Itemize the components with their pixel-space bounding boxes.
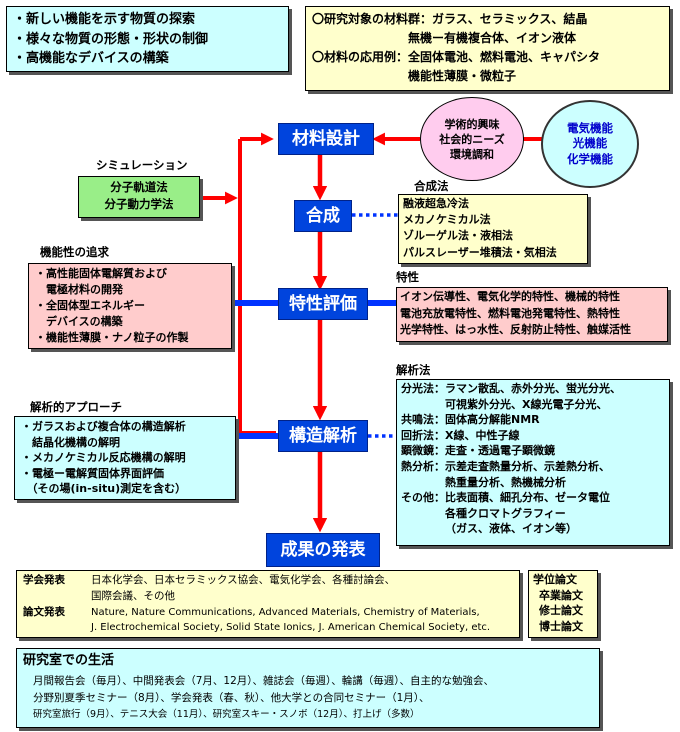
theses-box: 学位論文 卒業論文 修士論文 博士論文 <box>528 570 598 638</box>
function-1: 電気機能 <box>567 120 613 135</box>
analysis-row-spectroscopy: 分光法：ラマン散乱、赤外分光、蛍光分光、 可視紫外分光、X線光電子分光、 <box>401 381 665 412</box>
analysis-value: X線、中性子線 <box>445 428 520 442</box>
presentations-box: 学会発表 日本化学会、日本セラミックス協会、電気化学会、各種討論会、 国際会議、… <box>16 570 520 638</box>
paper-line-1: Nature, Nature Communications, Advanced … <box>91 606 480 618</box>
analysis-value: 固体高分解能NMR <box>445 413 540 427</box>
stage-material-design[interactable]: 材料設計 <box>278 123 374 155</box>
properties-line-3: 光学特性、はっ水性、反射防止特性、触媒活性 <box>400 323 631 336</box>
goals-box: ・新しい機能を示す物質の探索 ・様々な物質の形態・形状の制御 ・高機能なデバイス… <box>6 6 289 72</box>
synthesis-method-1: 融液超急冷法 <box>403 197 469 210</box>
analysis-value: 走査・透過電子顕微鏡 <box>445 444 555 458</box>
analysis-value: ラマン散乱、赤外分光、蛍光分光、 <box>445 382 621 395</box>
materials-line-4: 機能性薄膜・微粒子 <box>312 69 517 83</box>
materials-line-2: 無機ー有機複合体、イオン液体 <box>312 31 577 45</box>
simulation-title: シミュレーション <box>96 158 188 172</box>
analysis-value: 熱重量分析、熱機械分析 <box>445 475 566 489</box>
approach-item-4: ・電極ー電解質固体界面評価 <box>21 466 164 480</box>
approach-item-3: ・メカノケミカル反応機構の解明 <box>21 451 186 465</box>
conference-line-1: 日本化学会、日本セラミックス協会、電気化学会、各種討論会、 <box>91 574 396 586</box>
analysis-value: 各種クロマトグラフィー <box>445 506 566 520</box>
paper-key: 論文発表 <box>23 605 65 618</box>
simulation-item-1: 分子軌道法 <box>110 180 168 194</box>
goal-3: ・高機能なデバイスの構築 <box>13 51 169 66</box>
function-2: 光機能 <box>572 136 608 151</box>
analysis-key: 熱分析： <box>401 459 445 473</box>
interest-ellipse: 学術的興味 社会的ニーズ 環境調和 <box>420 97 524 181</box>
functionality-item-2: 電極材料の開発 <box>35 283 123 296</box>
properties-title: 特性 <box>396 270 419 284</box>
analysis-title: 解析法 <box>396 363 431 377</box>
functionality-box: ・高性能固体電解質および 電極材料の開発 ・全固体型エネルギー デバイスの構築 … <box>28 263 232 349</box>
synthesis-methods-box: 融液超急冷法 メカノケミカル法 ゾルーゲル法・液相法 パルスレーザー堆積法・気相… <box>398 194 588 264</box>
analysis-key: その他： <box>401 491 445 505</box>
materials-line-3: 〇材料の応用例：全固体電池、燃料電池、キャパシタ <box>312 50 601 64</box>
analysis-value: 可視紫外分光、X線光電子分光、 <box>445 397 608 411</box>
function-3: 化学機能 <box>567 151 613 166</box>
properties-line-1: イオン伝導性、電気化学的特性、機械的特性 <box>400 290 620 303</box>
analysis-key: 分光法： <box>401 382 445 395</box>
paper-line-2: J. Electrochemical Society, Solid State … <box>91 622 491 634</box>
conference-row-2: 国際会議、その他 <box>23 589 513 605</box>
functionality-item-4: デバイスの構築 <box>35 315 123 328</box>
thesis-bachelor: 卒業論文 <box>539 588 583 602</box>
stage-synthesis[interactable]: 合成 <box>294 200 352 232</box>
analysis-row-microscopy: 顕微鏡：走査・透過電子顕微鏡 <box>401 443 665 459</box>
lab-life-line-3: 研究室旅行（9月）、テニス大会（11月）、研究室スキー・スノボ（12月）、打上げ… <box>33 709 420 720</box>
conference-line-2: 国際会議、その他 <box>91 589 175 602</box>
lab-life-line-1: 月間報告会（毎月）、中間発表会（7月、12月）、雑誌会（毎週）、輪講（毎週）、自… <box>33 675 495 687</box>
simulation-item-2: 分子動力学法 <box>104 197 174 211</box>
synthesis-methods-title: 合成法 <box>414 179 449 193</box>
properties-line-2: 電池充放電特性、燃料電池発電特性、熱特性 <box>400 306 620 320</box>
conference-row: 学会発表 日本化学会、日本セラミックス協会、電気化学会、各種討論会、 <box>23 573 513 589</box>
analysis-key: 顕微鏡： <box>401 444 445 458</box>
synthesis-method-2: メカノケミカル法 <box>403 213 491 227</box>
lab-life-title: 研究室での生活 <box>23 653 115 668</box>
analysis-box: 分光法：ラマン散乱、赤外分光、蛍光分光、 可視紫外分光、X線光電子分光、 共鳴法… <box>396 379 670 546</box>
analysis-value: （ガス、液体、イオン等） <box>445 522 577 536</box>
theses-title: 学位論文 <box>533 573 577 586</box>
approach-title: 解析的アプローチ <box>30 400 122 414</box>
interest-2: 社会的ニーズ <box>439 132 505 146</box>
analysis-value: 示差走査熱量分析、示差熱分析、 <box>445 459 610 473</box>
synthesis-method-3: ゾルーゲル法・液相法 <box>403 229 513 243</box>
lab-life-line-2: 分野別夏季セミナー（8月）、学会発表（春、秋）、他大学との合同セミナー（1月）、 <box>33 692 430 704</box>
interest-3: 環境調和 <box>450 147 494 161</box>
stage-structure-analysis[interactable]: 構造解析 <box>278 420 368 452</box>
functionality-item-5: ・機能性薄膜・ナノ粒子の作製 <box>35 331 189 344</box>
stage-result-presentation[interactable]: 成果の発表 <box>266 533 380 567</box>
goal-2: ・様々な物質の形態・形状の制御 <box>13 31 209 47</box>
materials-box: 〇研究対象の材料群：ガラス、セラミックス、結晶 無機ー有機複合体、イオン液体 〇… <box>305 6 670 91</box>
analysis-row-thermal: 熱分析：示差走査熱量分析、示差熱分析、 熱重量分析、熱機械分析 <box>401 459 665 490</box>
materials-line-1: 〇研究対象の材料群：ガラス、セラミックス、結晶 <box>312 12 588 26</box>
goal-1: ・新しい機能を示す物質の探索 <box>13 12 196 27</box>
functionality-title: 機能性の追求 <box>40 245 109 259</box>
functions-ellipse: 電気機能 光機能 化学機能 <box>541 100 639 188</box>
stage-property-evaluation[interactable]: 特性評価 <box>278 288 368 320</box>
simulation-box: 分子軌道法 分子動力学法 <box>78 176 200 218</box>
functionality-item-3: ・全固体型エネルギー <box>35 299 145 312</box>
analysis-key: 回折法： <box>401 428 445 442</box>
analysis-value: 比表面積、細孔分布、ゼータ電位 <box>445 491 610 505</box>
analysis-row-resonance: 共鳴法：固体高分解能NMR <box>401 412 665 428</box>
thesis-master: 修士論文 <box>539 604 583 618</box>
approach-item-2: 結晶化機構の解明 <box>21 435 120 449</box>
approach-box: ・ガラスおよび複合体の構造解析 結晶化機構の解明 ・メカノケミカル反応機構の解明… <box>14 416 236 500</box>
properties-box: イオン伝導性、電気化学的特性、機械的特性 電池充放電特性、燃料電池発電特性、熱特… <box>396 287 668 342</box>
paper-row: 論文発表 Nature, Nature Communications, Adva… <box>23 605 513 621</box>
approach-item-5: （その場(in-situ)測定を含む） <box>21 482 187 496</box>
functionality-item-1: ・高性能固体電解質および <box>35 267 167 280</box>
paper-row-2: J. Electrochemical Society, Solid State … <box>23 620 513 636</box>
interest-1: 学術的興味 <box>444 117 500 131</box>
analysis-row-diffraction: 回折法：X線、中性子線 <box>401 428 665 444</box>
thesis-doctor: 博士論文 <box>539 619 583 633</box>
lab-life-box: 研究室での生活 月間報告会（毎月）、中間発表会（7月、12月）、雑誌会（毎週）、… <box>16 648 600 728</box>
analysis-row-other: その他：比表面積、細孔分布、ゼータ電位 各種クロマトグラフィー （ガス、液体、イ… <box>401 490 665 537</box>
synthesis-method-4: パルスレーザー堆積法・気相法 <box>403 245 557 259</box>
approach-item-1: ・ガラスおよび複合体の構造解析 <box>21 420 186 433</box>
analysis-key: 共鳴法： <box>401 413 445 427</box>
conference-key: 学会発表 <box>23 574 65 586</box>
